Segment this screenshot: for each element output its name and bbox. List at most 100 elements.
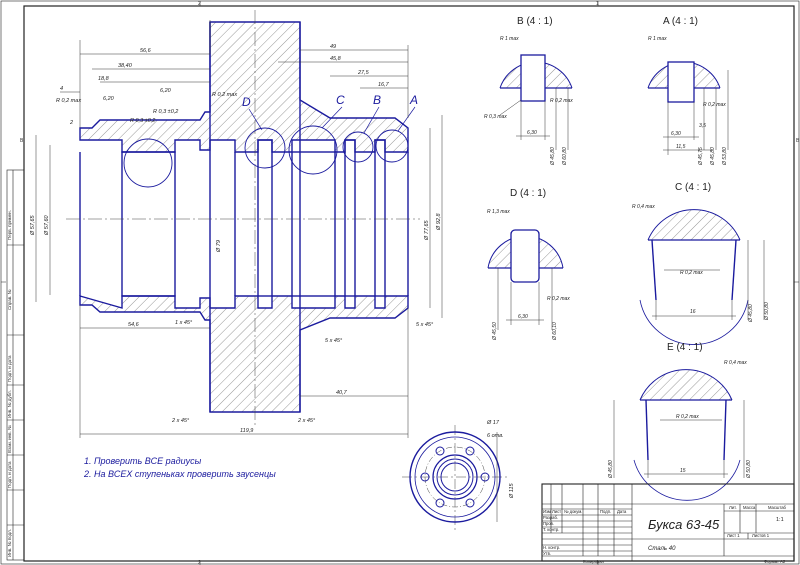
- detail-a-d3: Ø 53,80: [722, 147, 728, 166]
- tb-format: Формат A2: [764, 559, 786, 564]
- flange-end-view: [402, 425, 508, 530]
- dim-38-40: 38,40: [118, 63, 133, 69]
- detail-e-w: 15: [680, 468, 686, 474]
- dim-4: 4: [60, 86, 63, 92]
- side-cell-1: Перв. примен.: [7, 210, 12, 240]
- detail-b-title: B (4 : 1): [517, 16, 553, 27]
- dim-40-7: 40,7: [336, 390, 348, 396]
- tb-col-date: Дата: [617, 509, 627, 514]
- detail-view-a: A (4 : 1) R 1 max R 0,2 max 6,30 3,5 11,…: [647, 16, 729, 166]
- detail-c-w: 16: [690, 309, 696, 315]
- tb-row-tkontr: Т. контр.: [543, 527, 559, 532]
- detail-d-d2: Ø 60,10: [552, 322, 558, 341]
- detail-e-r1: R 0,4 max: [724, 360, 747, 366]
- dim-d-92-8: Ø 92,8: [436, 213, 442, 231]
- detail-d-r2: R 0,2 max: [547, 296, 570, 302]
- tb-mass: Масса: [743, 505, 756, 510]
- detail-b-r1: R 1 max: [500, 36, 519, 42]
- tb-part-name: Букса 63-45: [648, 517, 720, 532]
- detail-circle-e: [123, 138, 173, 188]
- side-cell-5: Взам. инв. №: [7, 425, 12, 453]
- detail-b-r2: R 0,2 max: [550, 98, 573, 104]
- detail-view-b: B (4 : 1) R 1 max R 0,2 max R 0,3 max 6,…: [484, 16, 573, 166]
- label-d: D: [242, 95, 251, 109]
- zone-bottom-2: 2: [198, 560, 201, 565]
- dim-d-57-65: Ø 57,65: [30, 214, 36, 236]
- label-c: C: [336, 93, 345, 107]
- detail-a-w2: 3,5: [699, 123, 706, 129]
- detail-a-d2: Ø 45,80: [710, 147, 716, 166]
- dim-56-6: 56,6: [140, 48, 152, 54]
- dim-1x45: 1 x 45°: [175, 320, 193, 326]
- detail-view-e: E (4 : 1) R 0,4 max R 0,2 max 15 Ø 45,80…: [608, 342, 752, 501]
- dim-49: 49: [330, 44, 336, 50]
- detail-d-w: 6,30: [518, 314, 528, 320]
- dim-d-17: Ø 17: [486, 420, 500, 426]
- dim-54-6: 54,6: [128, 322, 140, 328]
- dim-5x45-a: 5 x 45°: [325, 338, 343, 344]
- detail-circle-a: [375, 129, 409, 163]
- detail-c-d2: Ø 50,80: [764, 302, 770, 321]
- zone-top-2: 2: [198, 1, 201, 7]
- detail-view-d: D (4 : 1) R 1,3 max R 0,2 max 6,30 Ø 45,…: [487, 188, 570, 341]
- detail-d-r1: R 1,3 max: [487, 209, 510, 215]
- dim-d-115: Ø 115: [509, 482, 515, 499]
- detail-c-title: C (4 : 1): [675, 182, 711, 193]
- dim-2x45-b: 2 x 45°: [297, 418, 316, 424]
- detail-e-d2: Ø 50,80: [746, 460, 752, 479]
- detail-circle-d: [244, 127, 286, 169]
- note-2: 2. На ВСЕХ ступеньках проверить заусенцы: [83, 469, 276, 479]
- tb-col-izm: Изм: [543, 509, 551, 514]
- section-lower-half: [79, 295, 409, 413]
- side-cell-3: Подп. и дата: [7, 355, 12, 382]
- detail-e-d1: Ø 45,80: [608, 460, 614, 479]
- detail-circle-b: [342, 131, 374, 163]
- detail-c-d1: Ø 45,80: [748, 304, 754, 323]
- dim-6-20-b: 6,20: [160, 88, 172, 94]
- detail-c-r1: R 0,4 max: [632, 204, 655, 210]
- tb-copied: Копировал: [583, 559, 605, 564]
- detail-d-title: D (4 : 1): [510, 188, 546, 199]
- dim-16-7: 16,7: [378, 82, 390, 88]
- tb-material: Сталь 40: [648, 546, 676, 552]
- detail-view-c: C (4 : 1) R 0,4 max R 0,2 max 16 Ø 45,80…: [632, 182, 770, 345]
- dim-45-8: 45,8: [330, 56, 342, 62]
- detail-b-r3: R 0,3 max: [484, 114, 507, 120]
- main-section-view: [66, 10, 420, 426]
- dim-27-5: 27,5: [357, 70, 370, 76]
- tb-row-razrab: Разраб.: [543, 515, 558, 520]
- detail-a-w: 6,30: [671, 131, 681, 137]
- tb-lit: Лит.: [729, 505, 737, 510]
- detail-circle-c: [288, 125, 338, 175]
- detail-c-r2: R 0,2 max: [680, 270, 703, 276]
- detail-a-r2: R 0,2 max: [703, 102, 726, 108]
- tb-col-doc: № докум.: [564, 509, 582, 514]
- detail-b-w: 6,30: [527, 130, 537, 136]
- note-1: 1. Проверить ВСЕ радиусы: [84, 456, 202, 466]
- detail-a-title: A (4 : 1): [663, 16, 698, 27]
- zone-right: B: [796, 138, 800, 144]
- dim-r03-a: R 0,3 ±0,2: [153, 109, 178, 115]
- dim-5x45-b: 5 x 45°: [416, 322, 434, 328]
- detail-d-d1: Ø 45,50: [492, 322, 498, 341]
- detail-b-d2: Ø 60,80: [562, 147, 568, 166]
- tb-col-list: Лист: [552, 509, 561, 514]
- zone-left: B: [20, 138, 24, 144]
- dim-119-9: 119,9: [240, 428, 253, 434]
- detail-a-w3: 11,5: [676, 144, 686, 150]
- dim-d-77-65: Ø 77,65: [424, 219, 430, 241]
- dim-d-79: Ø 79: [216, 240, 222, 253]
- side-cell-2: Справ. №: [7, 289, 12, 310]
- tb-scale-value: 1:1: [776, 517, 784, 523]
- tb-col-sign: Подп.: [600, 509, 611, 514]
- tb-row-utv: Утв.: [543, 551, 551, 556]
- dim-r03-b: R 0,3 ±0,2: [130, 118, 155, 124]
- label-a: A: [409, 93, 418, 107]
- detail-e-r2: R 0,2 max: [676, 414, 699, 420]
- section-upper-half: [79, 21, 409, 153]
- title-block: [541, 483, 795, 562]
- dim-6-holes: 6 отв.: [487, 433, 504, 439]
- side-cell-4: Инв. № дубл.: [7, 390, 12, 418]
- tb-row-prov: Пров.: [543, 521, 554, 526]
